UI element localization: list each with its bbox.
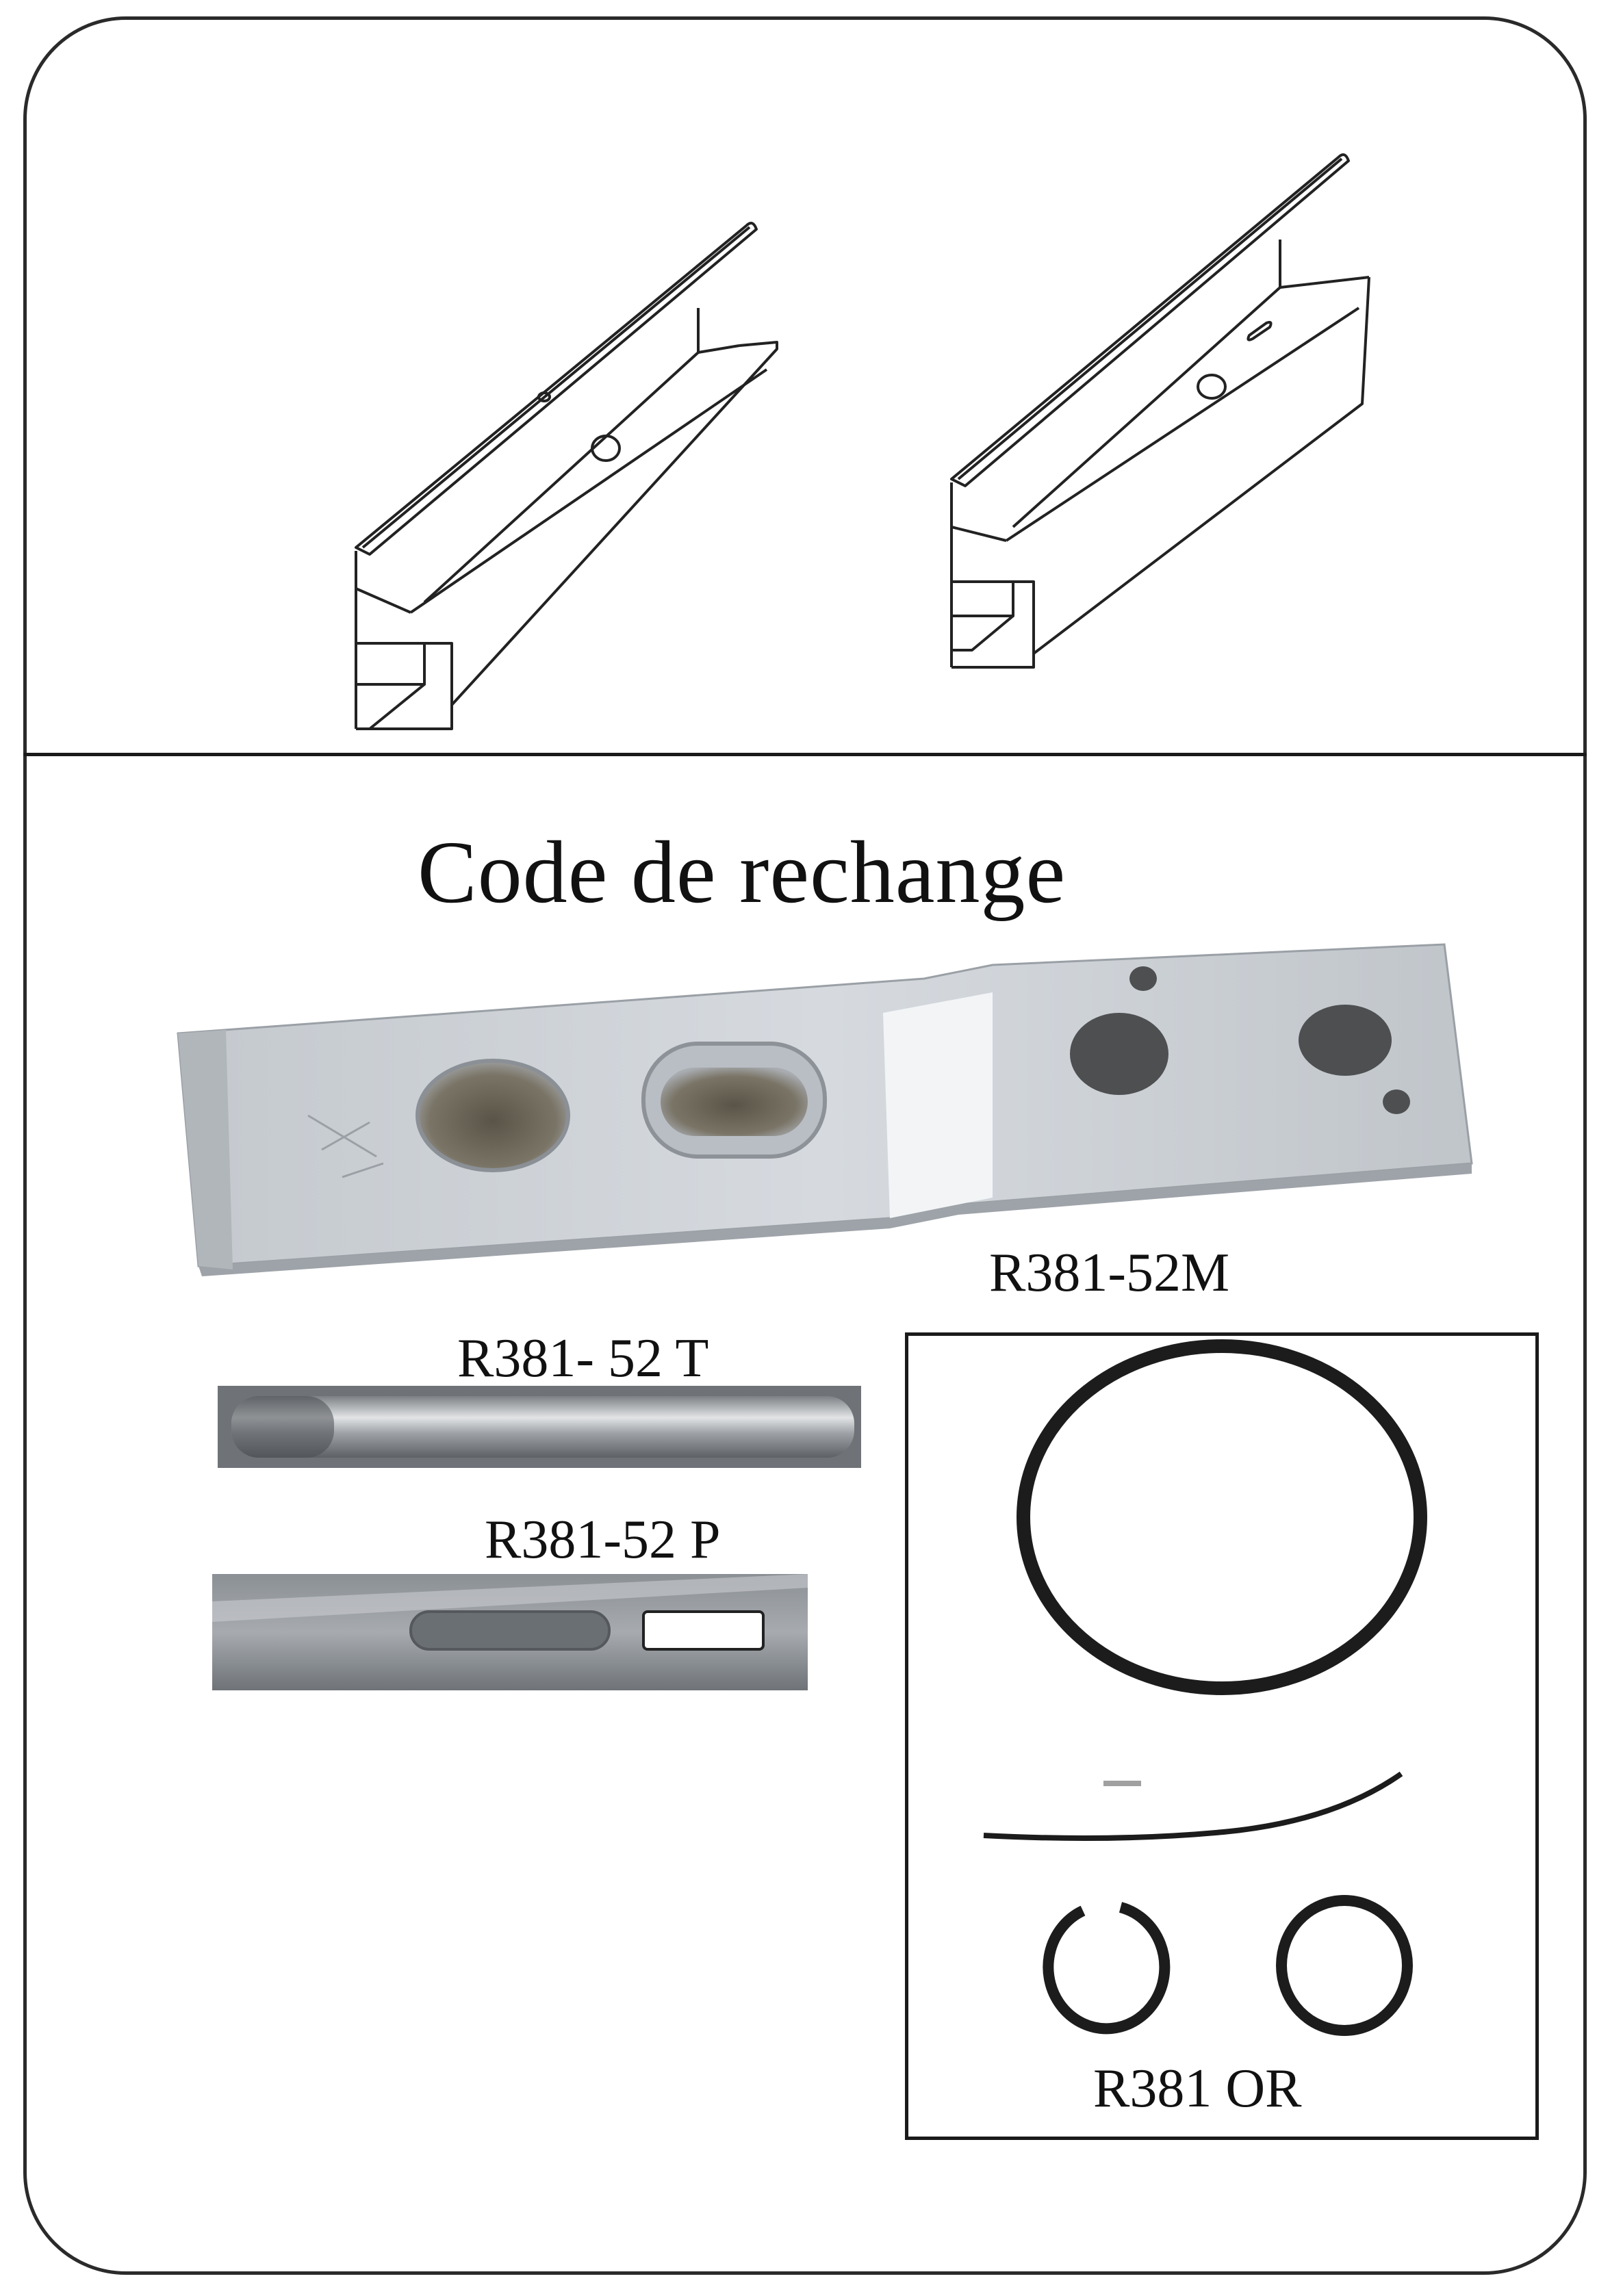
profile-drawing-right [950,153,1370,669]
profile-drawing-left [355,222,778,730]
part-code-pin: R381- 52 T [457,1328,709,1389]
page-title: Code de rechange [418,823,1066,922]
section-divider [23,753,1587,756]
pin-photo [218,1386,861,1468]
part-code-body: R381-52M [989,1243,1230,1303]
plate-photo [212,1574,808,1690]
orings-box: R381 OR [905,1332,1539,2140]
body-block-photo [177,943,1473,1276]
part-code-orings: R381 OR [1093,2059,1302,2119]
orings-photo [983,1339,1427,2036]
part-code-plate: R381-52 P [485,1510,721,1570]
